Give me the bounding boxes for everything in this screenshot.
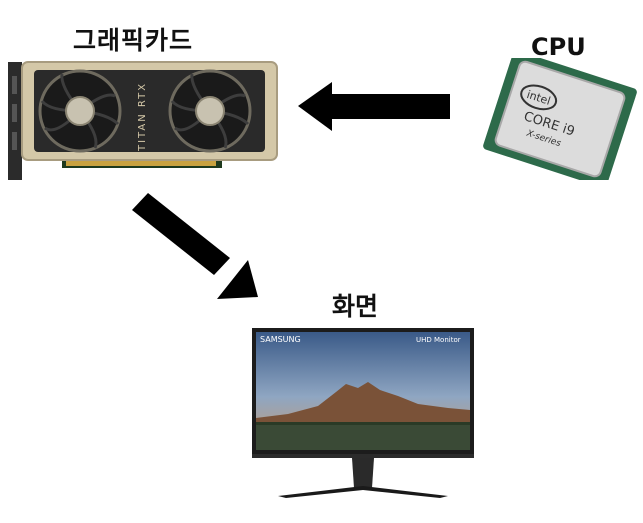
screen-water (256, 424, 470, 450)
monitor-stand-base (278, 486, 448, 498)
monitor-stand-neck (352, 458, 374, 488)
arrow-cpu-to-gpu (298, 82, 450, 131)
monitor-image: SAMSUNG UHD Monitor (252, 328, 474, 498)
gpu-port (12, 76, 17, 94)
gpu-fan-left (38, 69, 122, 153)
gpu-port (12, 132, 17, 150)
screen-label: 화면 (332, 292, 379, 321)
gpu-fan-right (168, 69, 252, 153)
cpu-heatspreader (494, 60, 626, 178)
monitor-bottom-bezel (252, 454, 474, 458)
graphics-card-image: TITAN RTX (8, 61, 278, 180)
cpu-image: intel CORE i9 X-series (483, 58, 637, 180)
monitor-brand-text: SAMSUNG (260, 335, 301, 344)
monitor-badge-text: UHD Monitor (416, 336, 461, 344)
intel-logo (520, 84, 558, 111)
arrow-gpu-to-screen (132, 193, 258, 299)
gpu-port (12, 104, 17, 122)
gpu-model-text: TITAN RTX (137, 82, 148, 152)
screen-treeline (256, 422, 470, 425)
cpu-label: CPU (531, 33, 586, 61)
gpu-gold-contacts (66, 160, 216, 166)
gpu-label: 그래픽카드 (73, 26, 194, 55)
